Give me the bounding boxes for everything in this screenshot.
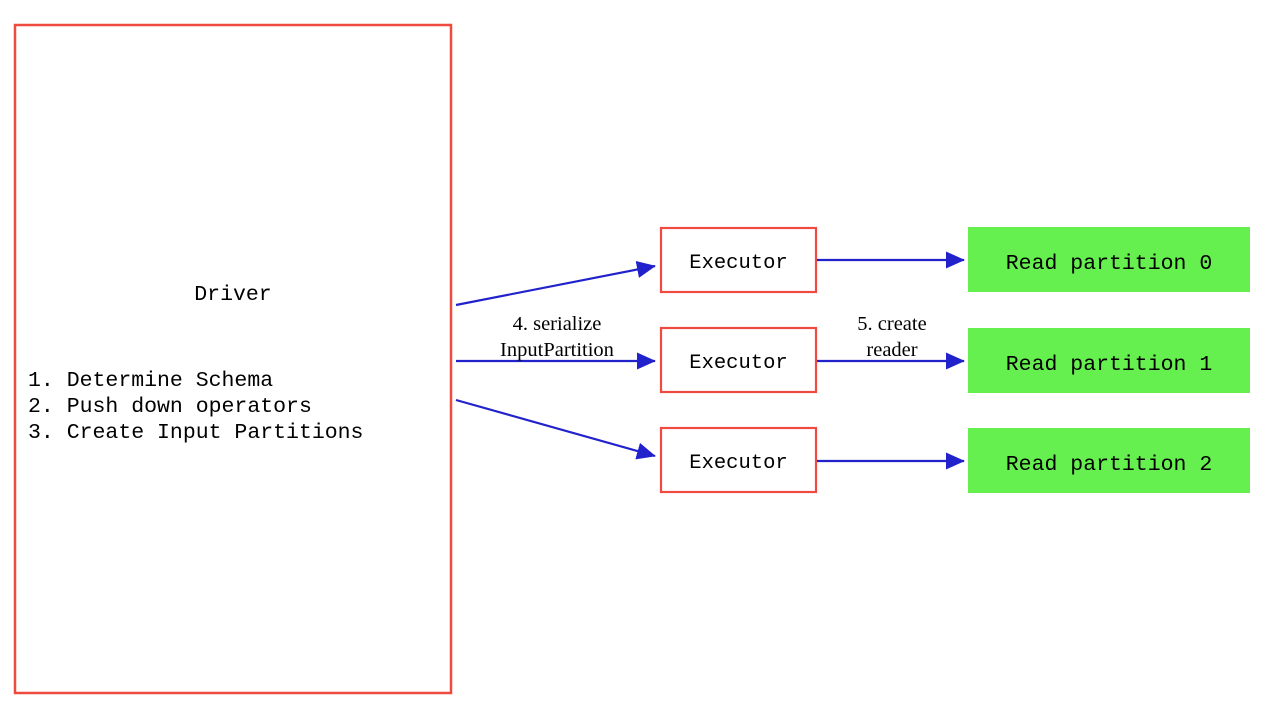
annotation-serialize-line1: 4. serialize [513, 313, 602, 335]
executor-box-3 [659, 426, 818, 494]
partition-box-2 [968, 428, 1250, 493]
arrow-driver-to-executor-1 [455, 261, 656, 307]
executor-box-1 [659, 226, 818, 294]
executor-label-3: Executor [689, 452, 787, 475]
annotation-create-reader-line1: 5. create [857, 313, 926, 335]
annotation-serialize-line2: InputPartition [500, 339, 614, 361]
executor-label-2: Executor [689, 352, 787, 375]
partition-label-2: Read partition 2 [1006, 453, 1212, 477]
partition-label-1: Read partition 1 [1006, 353, 1212, 377]
partition-box-1 [968, 328, 1250, 393]
annotation-create-reader-line2: reader [866, 339, 917, 361]
driver-step-3: 3. Create Input Partitions [28, 421, 363, 445]
driver-box [13, 23, 453, 695]
partition-label-0: Read partition 0 [1006, 252, 1212, 276]
driver-step-1: 1. Determine Schema [28, 369, 273, 393]
driver-step-2: 2. Push down operators [28, 395, 312, 419]
driver-title: Driver [194, 283, 271, 307]
executor-label-1: Executor [689, 252, 787, 275]
executor-box-2 [659, 326, 818, 394]
partition-box-0 [968, 227, 1250, 292]
arrow-driver-to-executor-3 [455, 398, 656, 460]
